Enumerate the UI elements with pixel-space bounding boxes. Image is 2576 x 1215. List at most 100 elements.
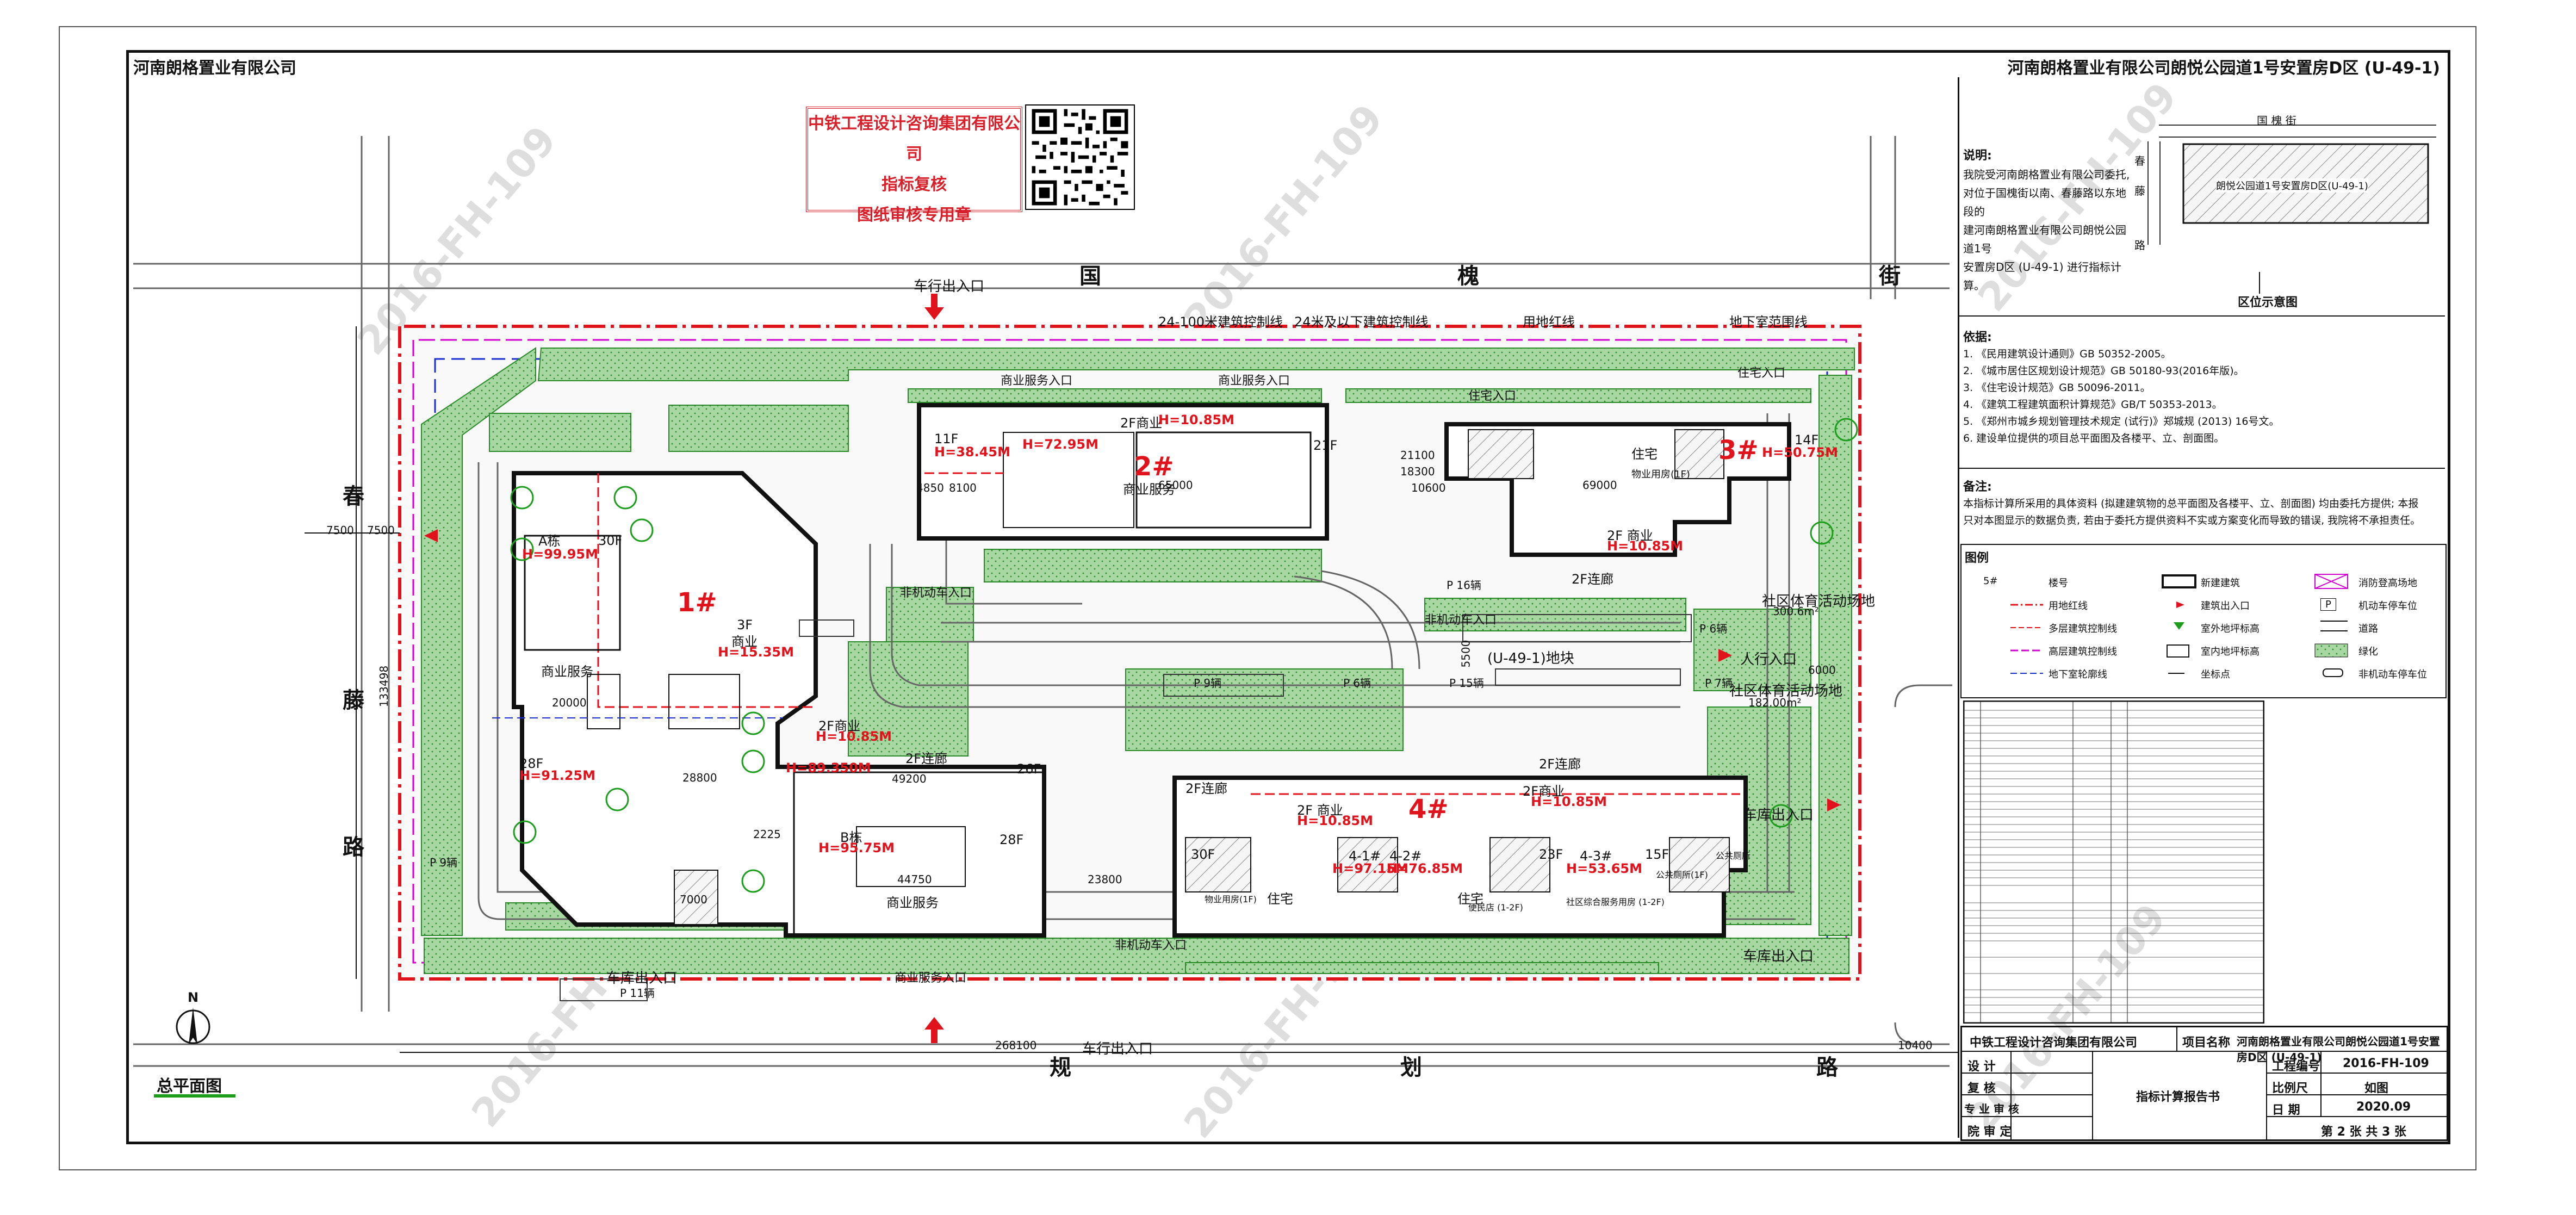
road-guohuai-2: 槐	[1457, 263, 1479, 289]
parking-icon: P	[1343, 677, 1350, 690]
tb-approve: 院 审 定	[1967, 1125, 2012, 1139]
dim-7500-b: 7500	[367, 524, 395, 537]
panel-divider	[1958, 77, 1959, 1138]
parking-9a: P 9辆	[1194, 674, 1221, 690]
tb-scale-label: 比例尺	[2272, 1082, 2308, 1095]
tb-date-label: 日 期	[2272, 1104, 2300, 1117]
tb-project-label: 项目名称	[2182, 1036, 2231, 1050]
tb-date: 2020.09	[2356, 1100, 2411, 1114]
map-title-underline	[154, 1094, 235, 1098]
b2-biz: 2F商业	[1120, 416, 1163, 431]
b4-biz: 2F 商业	[1297, 803, 1343, 818]
basis-item-5: 5. 《郑州市城乡规划管理技术规定 (试行)》郑城规 (2013) 16号文。	[1963, 416, 2280, 427]
b3-biz-height: H=10.85M	[1607, 538, 1683, 554]
label-redline: 用地红线	[1523, 314, 1575, 330]
notes-line-2: 对位于国槐街以南、春藤路以东地段的	[1963, 187, 2126, 218]
gate-commercial-south: 商业服务入口	[895, 971, 967, 985]
b3-corridor: 2F连廊	[1572, 572, 1614, 587]
b4-23f: 23F	[1539, 847, 1563, 862]
b1-28f-right: 28F	[1000, 832, 1024, 847]
design-basis: 依据: 1. 《民用建筑设计通则》GB 50352-2005。 2. 《城市居住…	[1963, 329, 2431, 447]
north-label: N	[188, 990, 199, 1005]
dim-6000: 6000	[1808, 664, 1836, 677]
legend-item-15: 非机动车停车位	[2358, 669, 2427, 680]
b1-a-floors: 30F	[598, 533, 623, 548]
parking-count: 6辆	[1353, 677, 1371, 690]
panel-hr-1	[1959, 315, 2445, 317]
gate-east-garage: 车库出入口	[1743, 807, 1814, 823]
stamp-line1: 中铁工程设计咨询集团有限公司	[808, 114, 1020, 164]
b3-mgmt: 物业用房(1F)	[1631, 469, 1690, 480]
building-4-id: 4#	[1408, 794, 1449, 825]
parking-6b: P 6辆	[1699, 620, 1727, 636]
b4-15f: 15F	[1645, 847, 1669, 862]
tb-check: 复 核	[1967, 1082, 1996, 1095]
dim-20000: 20000	[552, 696, 587, 709]
dim-49200: 49200	[892, 772, 927, 785]
b4-unit-43: 4-3#	[1580, 848, 1612, 864]
building-3-id: 3#	[1718, 435, 1759, 466]
drawing-sheet	[59, 26, 2476, 1170]
road-guihua-1: 规	[1050, 1055, 1071, 1080]
stamp-line2: 指标复核	[882, 175, 947, 194]
parking-count: 16辆	[1456, 579, 1481, 592]
loc-title: 区位示意图	[2238, 296, 2298, 309]
road-guihua-3: 路	[1816, 1055, 1838, 1080]
b1-28f-left: 28F	[519, 756, 544, 771]
basis-item-4: 4. 《建筑工程建筑面积计算规范》GB/T 50353-2013。	[1963, 399, 2223, 411]
location-map: 国 槐 街 春 藤 路 朗悦公园道1号安置房D区(U-49-1) 区位示意图	[2134, 109, 2439, 310]
tb-project: 河南朗格置业有限公司朗悦公园道1号安置房D区 (U-49-1)	[2237, 1035, 2440, 1064]
loc-road-west-1: 春	[2134, 154, 2145, 168]
road-chunteng-3: 路	[343, 834, 364, 860]
tb-scale: 如图	[2364, 1082, 2389, 1095]
b1-biz2: 2F商业	[818, 718, 861, 734]
title-block: 中铁工程设计咨询集团有限公司 项目名称 河南朗格置业有限公司朗悦公园道1号安置房…	[1960, 1026, 2448, 1141]
legend-item-8: 室外地坪标高	[2201, 623, 2260, 635]
sport-area-1: 社区体育活动场地	[1762, 593, 1876, 610]
dim-133498: 133498	[377, 665, 391, 708]
b1-podium-use: 商业	[731, 634, 758, 649]
parking-icon: P	[1705, 677, 1712, 690]
tb-no: 2016-FH-109	[2343, 1057, 2429, 1070]
gate-commercial-1: 商业服务入口	[1001, 374, 1073, 388]
gate-residence-north: 住宅入口	[1468, 389, 1517, 403]
b4-res2: 住宅	[1457, 891, 1483, 907]
parking-icon: P	[1194, 677, 1201, 690]
legend-item-5: 地下室轮廓线	[2049, 669, 2107, 680]
basis-title: 依据:	[1963, 331, 1992, 344]
loc-road-north: 国 槐 街	[2257, 114, 2296, 127]
gate-nonmotor-center: 非机动车入口	[1425, 613, 1497, 627]
building-1-id: 1#	[677, 587, 717, 618]
parking-9b: P 9辆	[430, 854, 457, 870]
dim-5500: 5500	[1459, 640, 1473, 668]
dim-44750: 44750	[897, 873, 932, 886]
parking-11: P 11辆	[620, 984, 655, 1000]
b2-height-11f: H=38.45M	[934, 444, 1010, 460]
b4-toilet: 公共厕所(1F)	[1656, 870, 1708, 880]
dim-area-182: 182.00m²	[1748, 696, 1802, 709]
parking-count: 9辆	[1203, 677, 1222, 690]
remark: 备注: 本指标计算所采用的具体资料 (拟建建筑物的总平面图及各楼平、立、剖面图)…	[1963, 479, 2431, 529]
b1-a-tower: A栋	[538, 534, 561, 549]
tb-doc: 指标计算报告书	[2136, 1090, 2220, 1104]
b1-26f: 26F	[1017, 761, 1041, 777]
b1-biz2-height: H=10.85M	[816, 729, 892, 744]
parking-7: P 7辆	[1705, 674, 1733, 690]
legend-item-2: 用地红线	[2049, 600, 2088, 612]
road-guohuai-1: 国	[1079, 263, 1101, 289]
b4-unit-41: 4-1#	[1349, 848, 1381, 864]
b2-use: 商业服务	[1123, 482, 1175, 497]
b1-height-89: H=89.350M	[786, 760, 871, 776]
remark-line-1: 本指标计算所采用的具体资料 (拟建建筑物的总平面图及各楼平、立、剖面图) 均由委…	[1963, 498, 2419, 510]
b3-height: H=50.75M	[1762, 445, 1838, 460]
drawing-frame	[126, 50, 2450, 1144]
parcel-u491: (U-49-1)地块	[1487, 650, 1574, 667]
b4-height-43: H=53.65M	[1566, 861, 1642, 876]
b4-height-42: H=76.85M	[1387, 861, 1463, 876]
gate-nonmotor-north: 非机动车入口	[900, 586, 972, 600]
parking-15: P 15辆	[1449, 674, 1484, 690]
b2-height-72: H=72.95M	[1022, 437, 1098, 452]
tb-company: 中铁工程设计咨询集团有限公司	[1970, 1036, 2138, 1050]
b4-service: 社区综合服务用房 (1-2F)	[1566, 897, 1665, 907]
remark-line-2: 只对本图显示的数据负责, 若由于委托方提供资料不实或方案变化而导致的错误, 我院…	[1963, 514, 2421, 526]
